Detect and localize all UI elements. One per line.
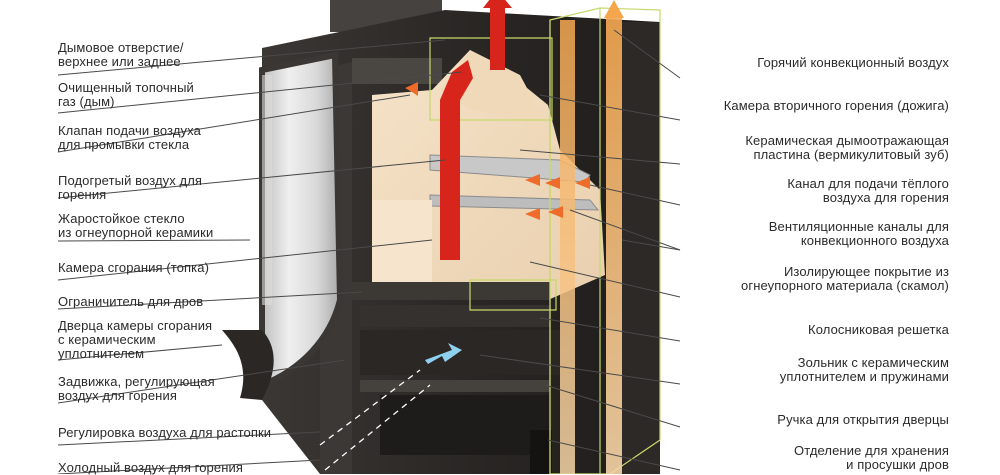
cold-air-dashes	[319, 369, 431, 471]
label-combustion-chamber: Камера сгорания (топка)	[58, 260, 210, 275]
label-log-retainer: Ограничитель для дров	[58, 294, 204, 309]
smoke-flow-arrow	[440, 0, 512, 260]
label-warm-air-channel: Канал для подачи тёплого воздуха для гор…	[787, 176, 949, 205]
glass-door	[222, 51, 344, 400]
leader-lines	[57, 29, 681, 474]
label-heat-resistant-glass: Жаростойкое стекло из огнеупорной керами…	[58, 211, 214, 240]
label-wood-storage: Отделение для хранения и просушки дров	[794, 443, 949, 472]
insulation-outline	[429, 7, 661, 474]
label-glass-wash-valve: Клапан подачи воздуха для промывки стекл…	[58, 123, 201, 152]
label-secondary-chamber: Камера вторичного горения (дожига)	[723, 98, 949, 113]
label-cleaned-flue-gas: Очищенный топочный газ (дым)	[58, 80, 194, 109]
lower-section	[352, 282, 560, 474]
cold-air-arrow	[425, 343, 462, 364]
label-smoke-outlet: Дымовое отверстие/ верхнее или заднее	[58, 40, 184, 69]
label-insulating-coating: Изолирующее покрытие из огнеупорного мат…	[741, 264, 949, 293]
label-ash-pan: Зольник с керамическим уплотнителем и пр…	[779, 355, 949, 384]
convection-channels	[560, 0, 624, 474]
label-combustion-door: Дверца камеры сгорания с керамическим уп…	[58, 318, 213, 361]
label-ventilation-channels: Вентиляционные каналы для конвекционного…	[768, 219, 949, 248]
label-grate: Колосниковая решетка	[808, 322, 949, 337]
label-door-handle: Ручка для открытия дверцы	[777, 412, 949, 427]
warm-air-arrows	[405, 82, 590, 220]
label-preheated-air: Подогретый воздух для горения	[58, 173, 203, 202]
label-kindling-air-control: Регулировка воздуха для растопки	[58, 425, 272, 440]
label-cold-combustion-air: Холодный воздух для горения	[58, 460, 243, 475]
label-air-damper: Задвижка, регулирующая воздух для горени…	[58, 374, 215, 403]
label-ceramic-baffle: Керамическая дымоотражающая пластина (ве…	[745, 133, 949, 162]
label-hot-convection-air: Горячий конвекционный воздух	[757, 55, 949, 70]
